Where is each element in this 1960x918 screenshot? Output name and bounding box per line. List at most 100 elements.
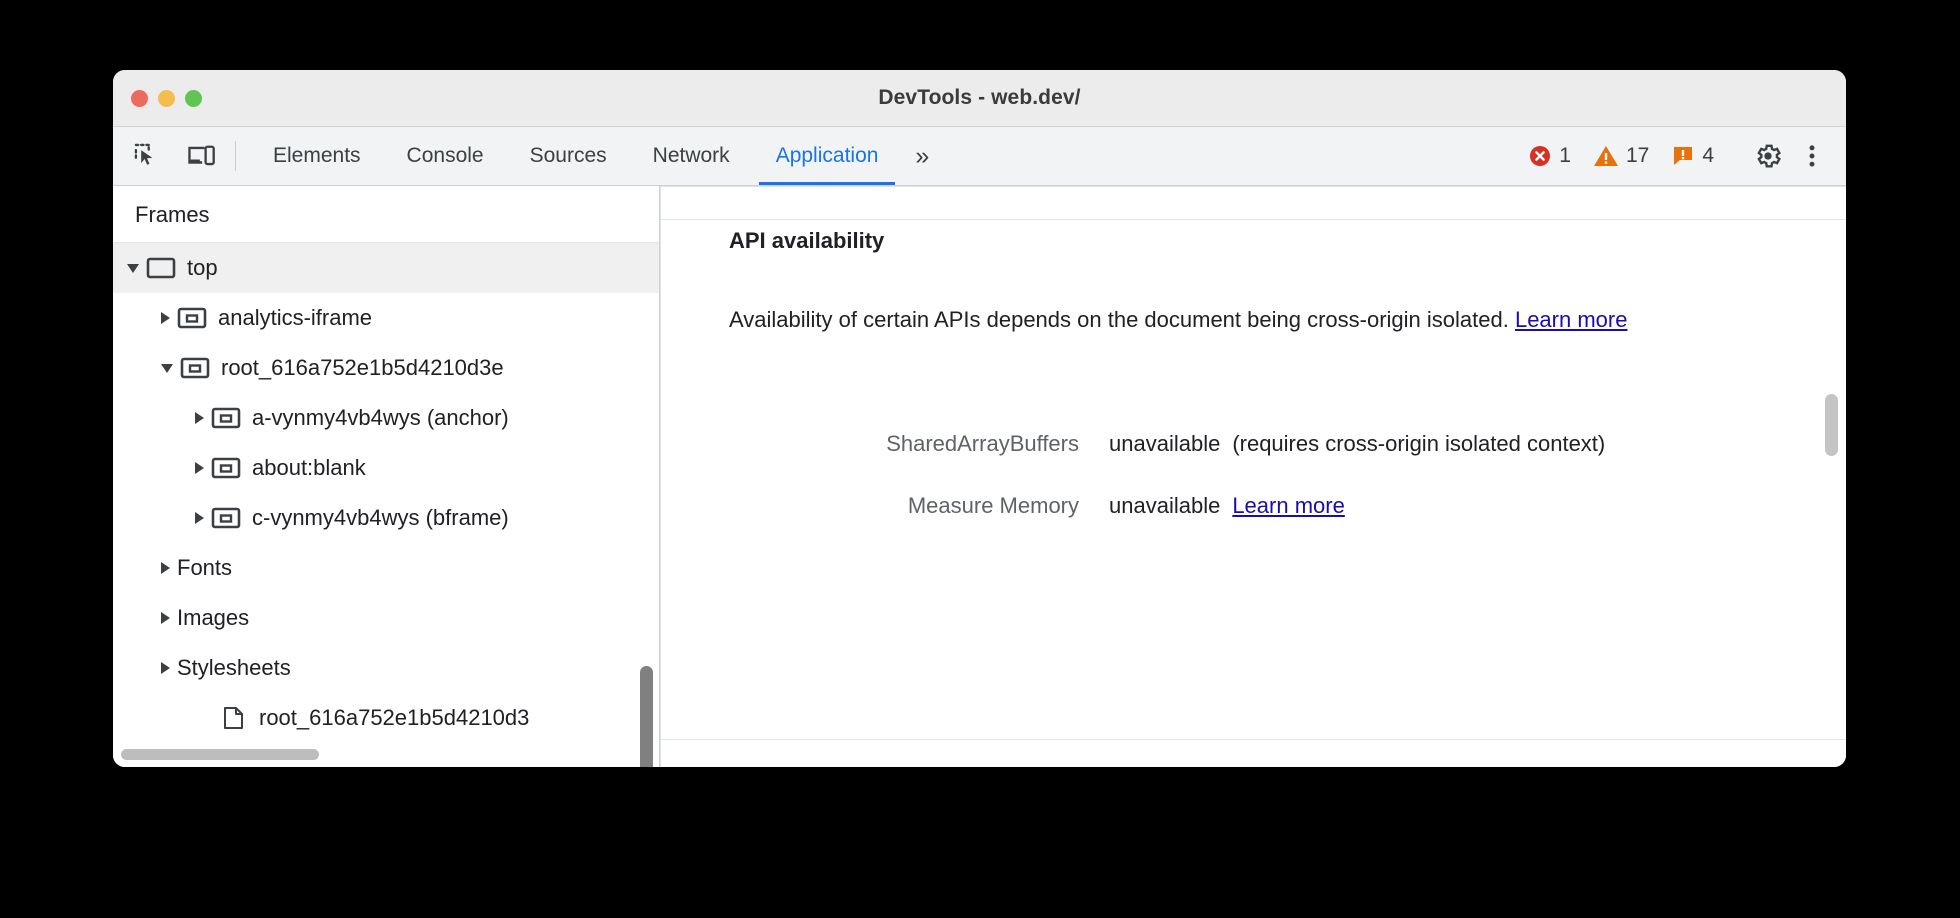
vertical-dots-icon[interactable]	[1792, 136, 1832, 176]
api-row-value-group: unavailable (requires cross-origin isolat…	[1109, 416, 1605, 472]
api-row-status: unavailable	[1109, 493, 1221, 518]
api-row-note: (requires cross-origin isolated context)	[1232, 431, 1606, 456]
section-divider-lower	[661, 739, 1846, 740]
sidebar-vertical-scrollbar[interactable]	[640, 666, 653, 767]
frame-icon	[146, 256, 176, 280]
document-icon	[224, 707, 243, 729]
chevron-right-icon[interactable]	[161, 612, 170, 624]
api-availability-description: Availability of certain APIs depends on …	[729, 292, 1629, 348]
tree-item-label: c-vynmy4vb4wys (bframe)	[252, 505, 509, 530]
tree-item-label: root_616a752e1b5d4210d3e	[221, 355, 504, 380]
api-row-value-group: unavailable Learn more	[1109, 478, 1345, 534]
tree-item-label: analytics-iframe	[218, 305, 373, 330]
frame-icon	[146, 257, 176, 279]
tab-application[interactable]: Application	[753, 127, 902, 185]
iframe-icon	[180, 356, 210, 380]
chevron-right-icon[interactable]	[161, 312, 170, 324]
tree-item-label: about:blank	[252, 455, 366, 480]
api-availability-description-text: Availability of certain APIs depends on …	[729, 307, 1515, 332]
tab-sources[interactable]: Sources	[529, 144, 607, 167]
twisty-spacer	[195, 718, 211, 719]
chevron-right-icon[interactable]	[195, 412, 204, 424]
tree-row[interactable]: about:blank	[113, 443, 659, 493]
window-traffic-lights	[131, 70, 202, 126]
tree-item-label: a-vynmy4vb4wys (anchor)	[252, 405, 509, 430]
section-divider-upper	[661, 219, 1846, 220]
tab-console[interactable]: Console	[406, 144, 484, 167]
gear-icon[interactable]	[1748, 136, 1788, 176]
devtools-tool-icons	[127, 127, 233, 185]
api-row-status: unavailable	[1109, 431, 1221, 456]
tree-row[interactable]: c-vynmy4vb4wys (bframe)	[113, 493, 659, 543]
application-main-panel: API availability Availability of certain…	[660, 186, 1846, 767]
iframe-icon	[177, 307, 207, 329]
warning-count: 17	[1625, 144, 1650, 167]
iframe-icon	[180, 357, 210, 379]
tree-row[interactable]: Stylesheets	[113, 643, 659, 693]
tree-item-label: Fonts	[177, 555, 233, 580]
api-availability-row: Measure Memory unavailable Learn more	[729, 478, 1749, 534]
iframe-icon	[211, 406, 241, 430]
error-count: 1	[1559, 144, 1571, 167]
error-counter[interactable]: 1	[1519, 136, 1580, 176]
tree-row[interactable]: analytics-iframe	[113, 293, 659, 343]
tree-row[interactable]: root_616a752e1b5d4210d3	[113, 693, 659, 743]
api-row-label: Measure Memory	[907, 493, 1079, 518]
sidebar-horizontal-scrollbar[interactable]	[121, 749, 319, 760]
learn-more-link[interactable]: Learn more	[1514, 307, 1628, 332]
iframe-icon	[211, 506, 241, 530]
tree-item-label: root_616a752e1b5d4210d3	[259, 705, 530, 730]
tree-row[interactable]: top	[113, 243, 659, 293]
tab-network[interactable]: Network	[652, 144, 730, 167]
devtools-window: DevTools - web.dev/	[113, 70, 1846, 767]
chevron-right-icon[interactable]	[161, 662, 170, 674]
issues-counter[interactable]: 4	[1662, 136, 1723, 176]
iframe-icon	[211, 507, 241, 529]
chevron-down-icon[interactable]	[161, 363, 173, 373]
tree-row[interactable]: a-vynmy4vb4wys (anchor)	[113, 393, 659, 443]
api-row-learn-more-link[interactable]: Learn more	[1232, 493, 1345, 518]
warning-icon	[1593, 146, 1618, 166]
tree-row[interactable]: root_616a752e1b5d4210d3e	[113, 343, 659, 393]
inspect-element-icon[interactable]	[127, 136, 167, 176]
devtools-tabs: Elements Console Sources Network Applica…	[250, 127, 1509, 185]
chevron-right-icon[interactable]	[195, 462, 204, 474]
chevron-down-icon[interactable]	[127, 263, 139, 273]
api-row-label: SharedArrayBuffers	[886, 431, 1079, 456]
device-toolbar-icon[interactable]	[181, 136, 221, 176]
tree-item-label: Stylesheets	[177, 655, 291, 680]
api-availability-rows: SharedArrayBuffers unavailable (requires c…	[729, 416, 1749, 540]
api-availability-row: SharedArrayBuffers unavailable (requires c…	[729, 416, 1749, 472]
document-icon	[218, 706, 248, 730]
tree-item-label: top	[187, 255, 218, 280]
minimize-window-button[interactable]	[158, 89, 175, 107]
sidebar-title: Frames	[113, 186, 659, 243]
tree-item-label: Images	[177, 605, 250, 630]
iframe-icon	[211, 457, 241, 479]
issues-count: 4	[1702, 144, 1714, 167]
window-titlebar: DevTools - web.dev/	[113, 70, 1846, 127]
iframe-icon	[211, 456, 241, 480]
error-icon	[1530, 146, 1551, 166]
tree-row[interactable]: Fonts	[113, 543, 659, 593]
main-vertical-scrollbar[interactable]	[1825, 394, 1838, 456]
iframe-icon	[177, 306, 207, 330]
iframe-icon	[211, 407, 241, 429]
page-title: API availability	[729, 228, 885, 253]
issue-icon	[1674, 147, 1693, 165]
warning-counter[interactable]: 17	[1584, 136, 1658, 176]
chevron-right-icon[interactable]	[195, 512, 204, 524]
chevron-right-icon[interactable]	[161, 562, 170, 574]
window-title: DevTools - web.dev/	[878, 86, 1081, 109]
tree-row[interactable]: Images	[113, 593, 659, 643]
devtools-status-area: 1 17 4	[1509, 127, 1832, 185]
more-tabs-icon[interactable]: »	[915, 141, 929, 170]
devtools-tabstrip: Elements Console Sources Network Applica…	[113, 127, 1846, 186]
tab-elements[interactable]: Elements	[273, 144, 361, 167]
maximize-window-button[interactable]	[185, 89, 202, 107]
section-divider-top	[661, 186, 1846, 187]
close-window-button[interactable]	[131, 89, 148, 107]
